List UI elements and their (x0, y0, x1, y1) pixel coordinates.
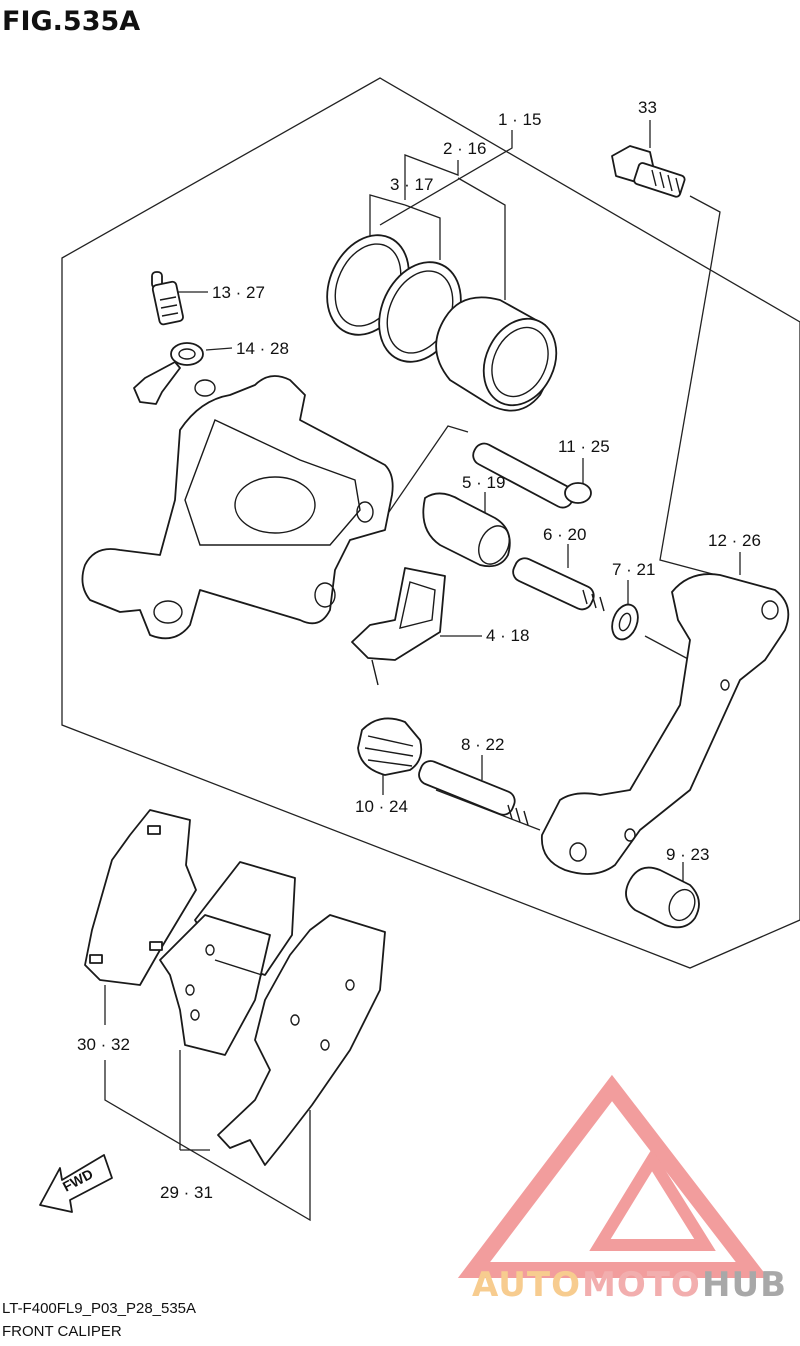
slide-pin-8 (418, 760, 529, 826)
pad-spring-4 (351, 567, 446, 686)
callout-12-26: 12 · 26 (708, 531, 761, 550)
pad-shim-30 (84, 809, 197, 986)
caliper-piston-2 (435, 296, 558, 412)
callout-33: 33 (638, 98, 657, 117)
caliper-body (81, 375, 394, 640)
callout-3-17: 3 · 17 (390, 175, 433, 194)
washer-7 (611, 603, 639, 641)
figure-code: LT-F400FL9_P03_P28_535A (2, 1300, 196, 1317)
watermark-logo: AUTO MOTO HUB (457, 1074, 787, 1305)
bleeder-screw-13 (151, 271, 184, 326)
callout-13-27: 13 · 27 (212, 283, 265, 302)
fwd-arrow: FWD (39, 1154, 113, 1213)
figure-name: FRONT CALIPER (2, 1323, 122, 1340)
callout-labels: 1 · 15 2 · 16 3 · 17 33 13 · 27 14 · 28 … (77, 98, 761, 1202)
bleeder-cap-14 (133, 342, 204, 405)
brake-pads-29 (159, 861, 296, 1056)
callout-5-19: 5 · 19 (462, 473, 505, 492)
callout-1-15: 1 · 15 (498, 110, 541, 129)
bolt-33 (611, 145, 686, 198)
sleeve-9 (625, 866, 700, 929)
callout-14-28: 14 · 28 (236, 339, 289, 358)
callout-4-18: 4 · 18 (486, 626, 529, 645)
pad-shim-31 (217, 914, 386, 1166)
watermark-hub: HUB (702, 1265, 787, 1305)
piston-seals-3 (326, 234, 462, 363)
callout-8-22: 8 · 22 (461, 735, 504, 754)
figure-title: FIG.535A (2, 6, 140, 37)
boot-10 (357, 717, 423, 776)
slide-pin-11 (472, 442, 592, 509)
callout-9-23: 9 · 23 (666, 845, 709, 864)
callout-30-32: 30 · 32 (77, 1035, 130, 1054)
callout-2-16: 2 · 16 (443, 139, 486, 158)
boot-5 (422, 492, 511, 568)
callout-7-21: 7 · 21 (612, 560, 655, 579)
watermark-auto: AUTO (472, 1265, 581, 1305)
caliper-bracket-12 (541, 573, 790, 875)
watermark-moto: MOTO (582, 1265, 701, 1305)
callout-11-25: 11 · 25 (558, 437, 610, 456)
callout-6-20: 6 · 20 (543, 525, 586, 544)
assembly-boundary (61, 77, 800, 969)
slide-pin-6 (512, 557, 605, 612)
callout-29-31: 29 · 31 (160, 1183, 213, 1202)
callout-10-24: 10 · 24 (355, 797, 408, 816)
